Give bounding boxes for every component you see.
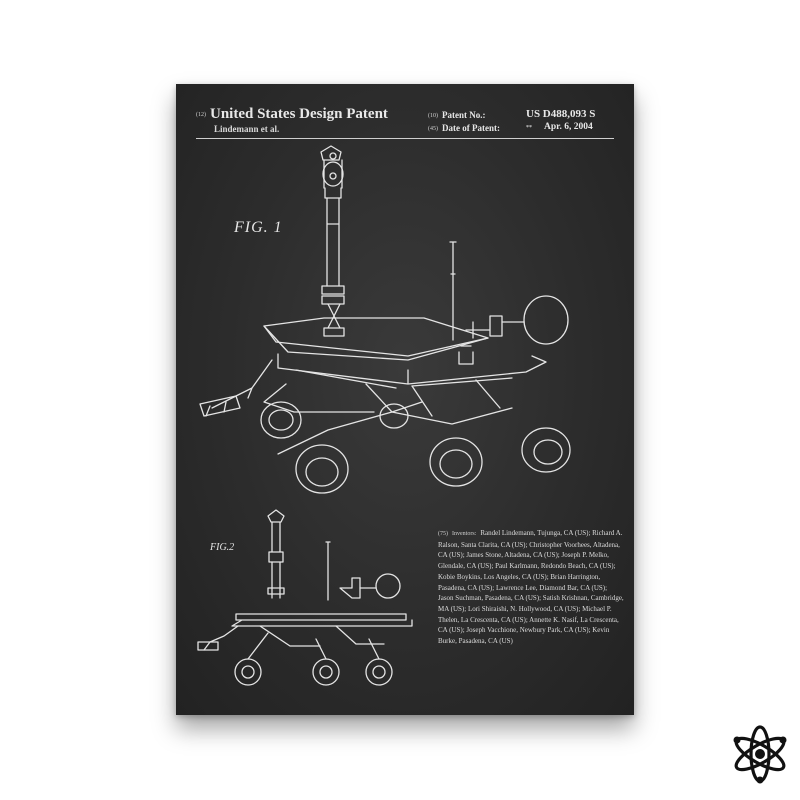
rover-drawings xyxy=(176,84,634,715)
fig1-rover-drawing xyxy=(200,146,570,493)
inventors-text: Randel Lindemann, Tujunga, CA (US); Rich… xyxy=(438,529,624,646)
inventors-code: (75) xyxy=(438,531,448,537)
patent-date-label: (45) Date of Patent: xyxy=(428,123,500,133)
inventor-short: Lindemann et al. xyxy=(214,124,280,134)
patent-poster: (12) United States Design Patent Lindeman… xyxy=(176,84,634,715)
inventors-block: (75) Inventors:Randel Lindemann, Tujunga,… xyxy=(438,528,624,647)
date-code: (45) xyxy=(428,125,438,132)
date-label-text: Date of Patent: xyxy=(442,123,500,133)
header-rule xyxy=(196,138,614,139)
patent-number-value: US D488,093 S xyxy=(526,108,596,120)
title-text: United States Design Patent xyxy=(210,106,388,122)
title-code: (12) xyxy=(196,111,206,118)
atom-icon xyxy=(733,725,787,784)
fig1-label: FIG. 1 xyxy=(234,219,283,236)
number-code: (10) xyxy=(428,112,438,119)
patent-number-label: (10) Patent No.: xyxy=(428,110,486,120)
number-label-text: Patent No.: xyxy=(442,110,486,120)
patent-date-value: ** Apr. 6, 2004 xyxy=(526,122,593,132)
inventors-label: Inventors: xyxy=(452,531,477,537)
fig2-label: FIG.2 xyxy=(210,542,235,553)
fig2-rover-drawing xyxy=(198,510,412,685)
date-value-text: Apr. 6, 2004 xyxy=(544,122,593,132)
patent-title: (12) United States Design Patent xyxy=(196,106,388,123)
date-marker: ** xyxy=(526,125,532,131)
